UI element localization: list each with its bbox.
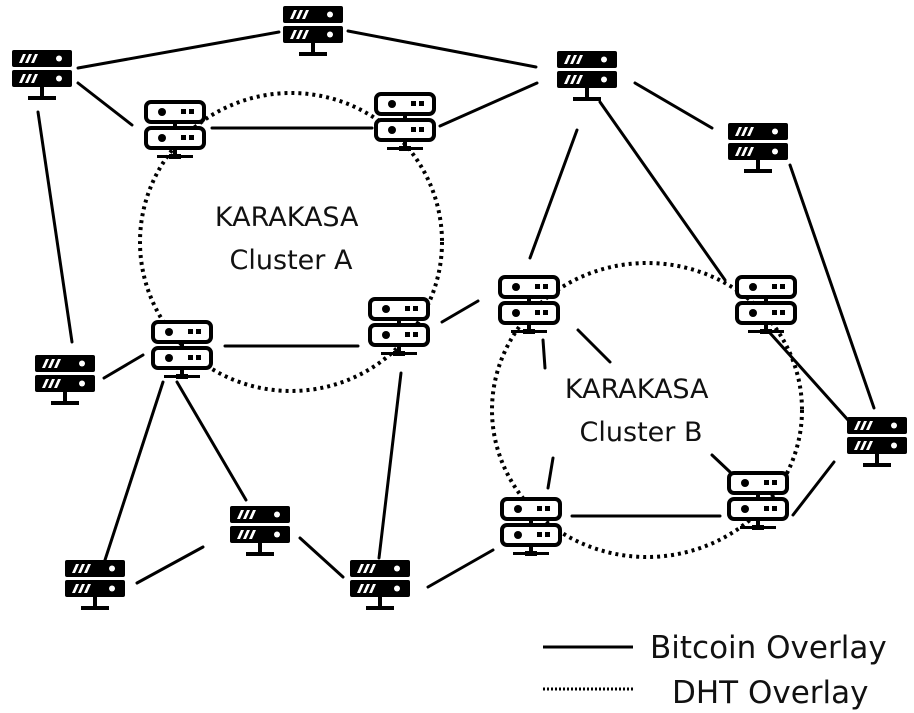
bitcoin-node-icon (65, 560, 125, 610)
bitcoin-node-icon (728, 123, 788, 173)
bitcoin-node-icon (557, 51, 617, 101)
bitcoin-node-icon (35, 355, 95, 405)
dht-ring-cluster-a (138, 91, 444, 393)
legend-bitcoin-overlay-label: Bitcoin Overlay (650, 630, 887, 666)
karakasa-node-icon (500, 497, 562, 558)
dht-overlay-rings (138, 91, 804, 559)
karakasa-node-icon (727, 471, 789, 532)
karakasa-node-icon (368, 297, 430, 358)
dht-ring-cluster-b (490, 261, 804, 559)
karakasa-nodes (144, 92, 797, 558)
karakasa-node-icon (735, 275, 797, 336)
karakasa-node-icon (151, 320, 213, 381)
cluster-a-label: KARAKASA Cluster A (215, 202, 367, 276)
legend: Bitcoin Overlay DHT Overlay (543, 630, 887, 711)
bitcoin-node-icon (350, 560, 410, 610)
cluster-b-label-line2: Cluster B (580, 417, 703, 448)
bitcoin-node-icon (12, 50, 72, 100)
karakasa-node-icon (144, 100, 206, 161)
cluster-a-label-line1: KARAKASA (215, 202, 359, 233)
bitcoin-node-icon (230, 506, 290, 556)
cluster-b-label-line1: KARAKASA (565, 374, 709, 405)
bitcoin-overlay-edges (36, 29, 876, 589)
karakasa-node-icon (498, 275, 560, 336)
bitcoin-node-icon (847, 417, 907, 467)
cluster-b-label: KARAKASA Cluster B (565, 374, 717, 448)
karakasa-node-icon (374, 92, 436, 153)
legend-dht-overlay-label: DHT Overlay (672, 675, 869, 711)
bitcoin-node-icon (283, 6, 343, 56)
cluster-a-label-line2: Cluster A (230, 245, 353, 276)
